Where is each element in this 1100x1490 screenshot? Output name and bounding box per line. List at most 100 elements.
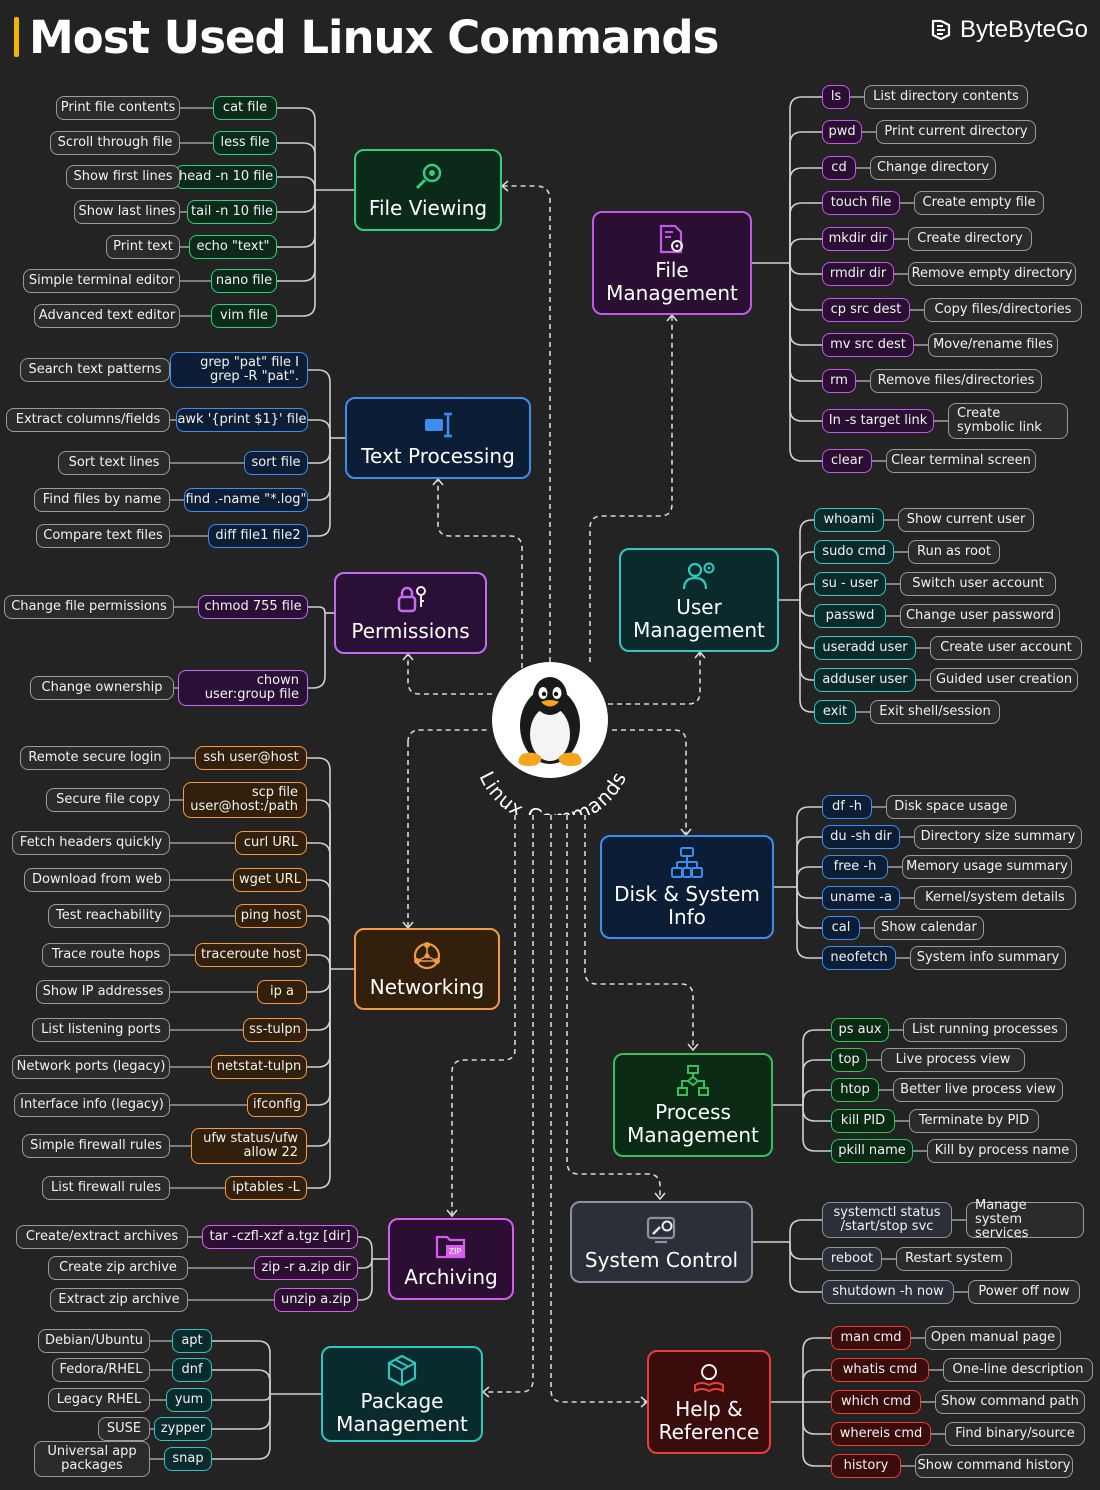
connector-line [407, 729, 488, 928]
category-sc: System Control [570, 1201, 753, 1283]
description-pill: Create directory [908, 227, 1032, 251]
description-pill: Live process view [881, 1048, 1025, 1072]
connector-line [483, 815, 534, 1393]
command-pill: sudo cmd [814, 540, 894, 564]
command-pill: cd [822, 156, 856, 180]
connector-line [308, 438, 331, 501]
description-pill: Scroll through file [50, 131, 180, 155]
tux-icon [518, 677, 582, 766]
command-pill: apt [172, 1329, 212, 1353]
category-hr: Help & Reference [647, 1350, 771, 1454]
connector-line [308, 613, 326, 689]
connector-line [307, 969, 331, 1031]
connector-line [566, 815, 661, 1199]
description-pill: Find binary/source [945, 1422, 1085, 1446]
brand-name: ByteByteGo [959, 16, 1088, 43]
command-pill: neofetch [822, 946, 896, 970]
command-pill: passwd [814, 604, 886, 628]
connector-line [358, 1236, 373, 1259]
command-pill: ping host [235, 904, 307, 928]
arrow-head [666, 313, 678, 322]
connector-line [789, 263, 822, 462]
description-pill: Download from web [24, 868, 170, 892]
category-fv: File Viewing [354, 149, 502, 231]
category-tp: Text Processing [345, 397, 531, 479]
command-pill: less file [213, 131, 277, 155]
category-pm: Permissions [334, 572, 487, 654]
connector-line [799, 600, 814, 617]
description-pill: Exit shell/session [870, 700, 1000, 724]
command-pill: whereis cmd [831, 1422, 931, 1446]
command-pill: head -n 10 file [175, 165, 277, 189]
connector-line [308, 438, 331, 464]
description-pill: Create empty file [914, 191, 1044, 215]
connector-line [307, 799, 331, 969]
command-pill: reboot [822, 1247, 882, 1271]
command-pill: awk '{print $1}' file [176, 408, 308, 432]
command-pill: pwd [822, 120, 862, 144]
command-pill: zip -r a.zip dir [254, 1256, 358, 1280]
command-pill: tail -n 10 file [187, 200, 277, 224]
command-pill: ip a [257, 980, 307, 1004]
command-pill: kill PID [831, 1109, 895, 1133]
connector-line [307, 879, 331, 969]
description-pill: List directory contents [864, 85, 1028, 109]
category-title: Permissions [351, 619, 470, 643]
brand-logo: ByteByteGo [928, 16, 1088, 44]
description-pill: Create/extract archives [16, 1225, 188, 1249]
connector-line [307, 842, 331, 969]
connector-line [796, 866, 822, 887]
category-title: File Management [606, 257, 738, 305]
category-title: Archiving [404, 1265, 498, 1289]
connector-line [212, 1369, 271, 1394]
connector-line [802, 1105, 831, 1122]
command-pill: iptables -L [225, 1176, 307, 1200]
description-pill: Universal app packages [34, 1441, 150, 1477]
connector-line [407, 654, 492, 695]
description-pill: Show last lines [74, 200, 180, 224]
description-pill: Show calendar [874, 916, 984, 940]
command-pill: shutdown -h now [822, 1280, 954, 1304]
connector-line [608, 652, 701, 705]
category-title: Networking [369, 975, 485, 999]
command-pill: cal [822, 916, 860, 940]
connector-line [212, 1393, 271, 1401]
connector-line [789, 96, 822, 263]
book-bulb-icon [694, 1363, 724, 1393]
arrow-head [687, 1043, 699, 1052]
command-pill: grep "pat" file I grep -R "pat". [170, 352, 308, 388]
center-label-text: Linux Commands [475, 767, 631, 815]
description-pill: Move/rename files [928, 333, 1058, 357]
category-pk: Package Management [321, 1346, 483, 1442]
category-pr: Process Management [613, 1053, 773, 1157]
connector-line [212, 1394, 271, 1460]
category-title: Disk & System Info [614, 881, 760, 929]
tux-penguin [492, 662, 608, 778]
user-gear-icon [682, 562, 715, 589]
connector-line [589, 315, 673, 662]
connector-line [789, 263, 822, 382]
description-pill: Search text patterns [20, 358, 170, 382]
description-pill: Test reachability [48, 904, 170, 928]
description-pill: Print text [106, 235, 180, 259]
command-pill: free -h [822, 855, 888, 879]
description-pill: Show command path [935, 1390, 1085, 1414]
connector-line [789, 1219, 822, 1242]
description-pill: Guided user creation [930, 668, 1078, 692]
command-pill: rmdir dir [822, 262, 894, 286]
command-pill: In -s target link [822, 409, 934, 433]
description-pill: List running processes [903, 1018, 1067, 1042]
description-pill: Create user account [930, 636, 1082, 660]
description-pill: System info summary [910, 946, 1066, 970]
connector-line [789, 131, 822, 263]
command-pill: find .-name "*.log" [184, 488, 308, 512]
command-pill: chmod 755 file [198, 595, 308, 619]
description-pill: Change ownership [30, 676, 174, 700]
command-pill: zypper [154, 1417, 212, 1441]
description-pill: Interface info (legacy) [14, 1093, 170, 1117]
command-pill: nano file [211, 269, 277, 293]
command-pill: man cmd [831, 1326, 911, 1350]
connector-line [277, 142, 316, 190]
description-pill: Copy files/directories [924, 298, 1082, 322]
lock-key-icon [397, 586, 426, 613]
